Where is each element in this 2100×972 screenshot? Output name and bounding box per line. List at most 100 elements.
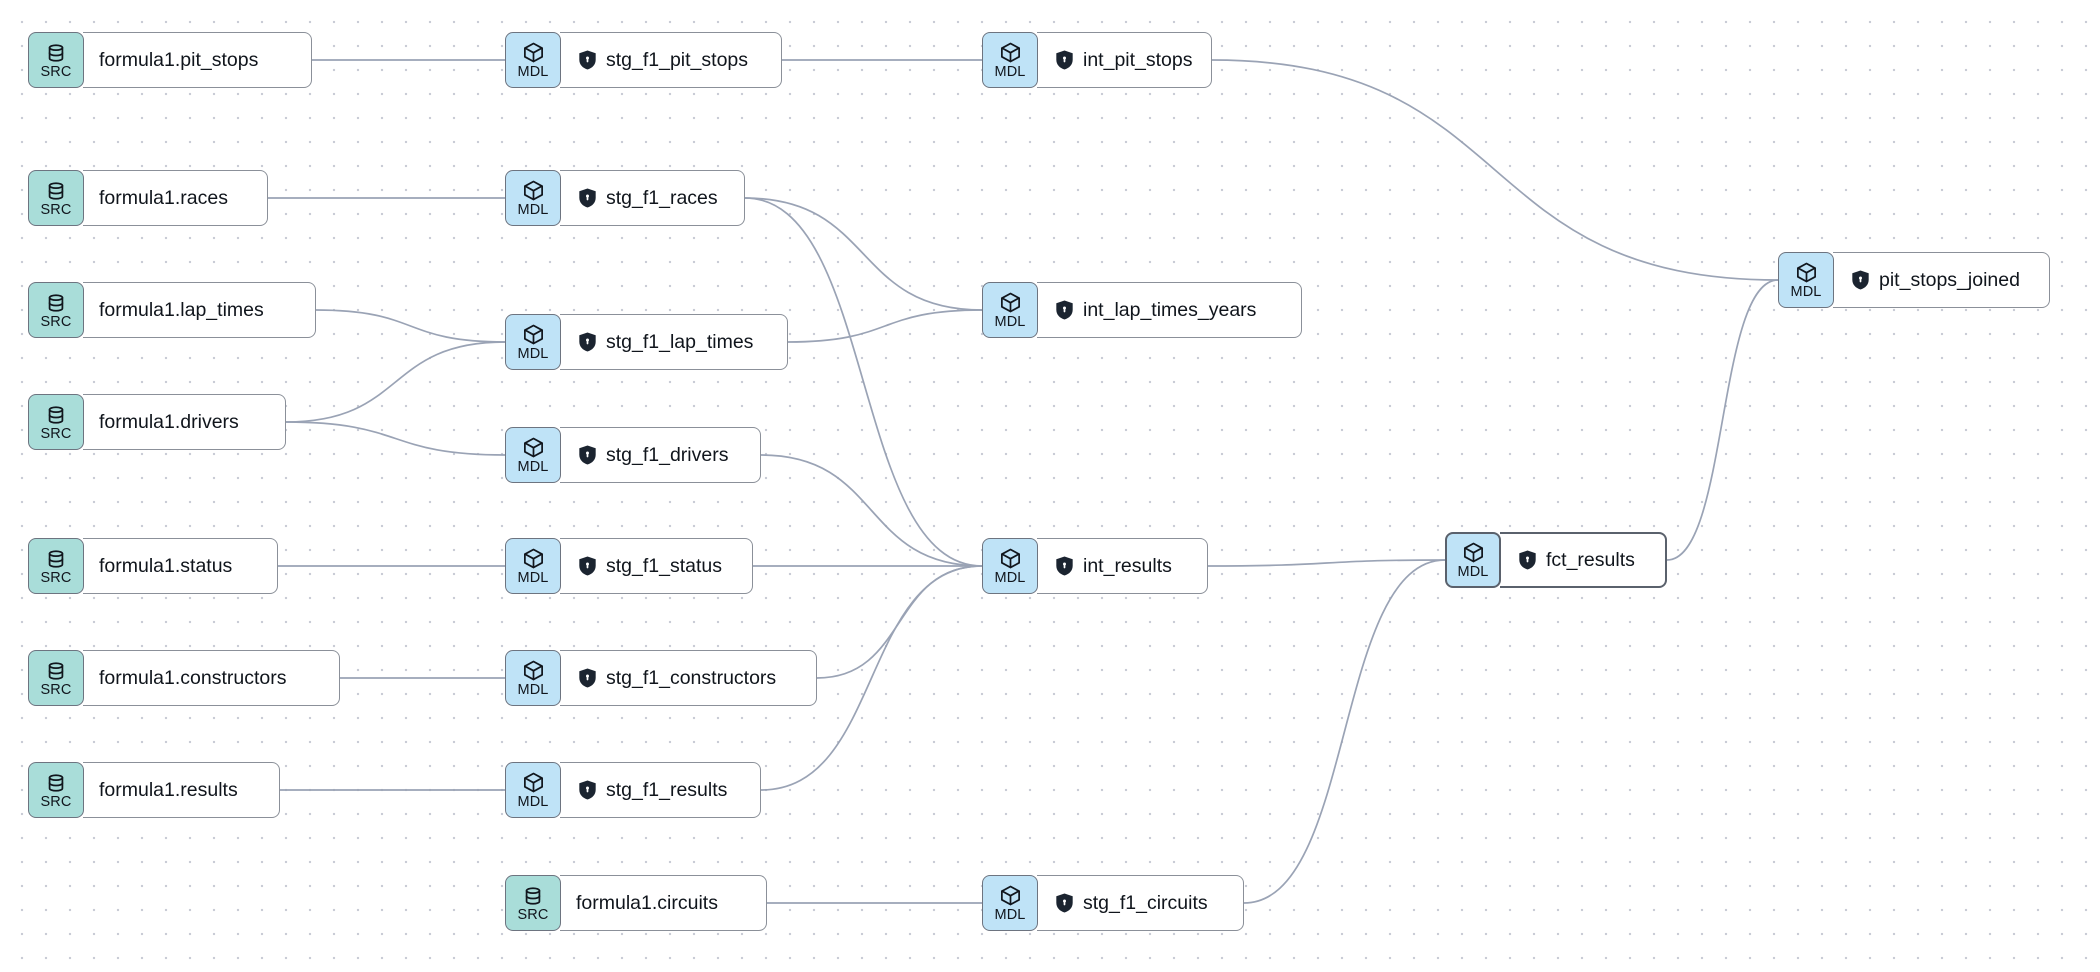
graph-edge-stg_drivers-to-int_results bbox=[760, 454, 983, 567]
node-type-label: MDL bbox=[517, 794, 549, 810]
graph-edge-src_drivers-to-stg_drivers bbox=[285, 421, 506, 456]
node-body[interactable]: stg_f1_results bbox=[560, 762, 761, 818]
database-icon bbox=[45, 660, 67, 682]
node-label: stg_f1_drivers bbox=[606, 443, 729, 466]
model-badge: MDL bbox=[1778, 252, 1834, 308]
node-body[interactable]: int_lap_times_years bbox=[1037, 282, 1302, 338]
graph-node-src_circuits[interactable]: SRC formula1.circuits bbox=[505, 875, 767, 931]
node-type-label: MDL bbox=[1790, 284, 1822, 300]
shield-icon bbox=[1055, 893, 1074, 913]
node-body[interactable]: stg_f1_circuits bbox=[1037, 875, 1244, 931]
node-body[interactable]: formula1.results bbox=[83, 762, 280, 818]
graph-node-stg_pit_stops[interactable]: MDL stg_f1_pit_stops bbox=[505, 32, 782, 88]
node-type-label: MDL bbox=[517, 346, 549, 362]
node-label: formula1.pit_stops bbox=[99, 48, 259, 71]
graph-node-stg_lap_times[interactable]: MDL stg_f1_lap_times bbox=[505, 314, 788, 370]
shield-icon bbox=[1055, 300, 1074, 320]
model-badge: MDL bbox=[982, 32, 1038, 88]
node-body[interactable]: formula1.constructors bbox=[83, 650, 340, 706]
node-body[interactable]: fct_results bbox=[1500, 532, 1667, 588]
node-body[interactable]: formula1.circuits bbox=[560, 875, 767, 931]
model-badge: MDL bbox=[505, 650, 561, 706]
source-badge: SRC bbox=[28, 32, 84, 88]
source-badge: SRC bbox=[505, 875, 561, 931]
node-type-label: MDL bbox=[994, 314, 1026, 330]
graph-node-stg_constructors[interactable]: MDL stg_f1_constructors bbox=[505, 650, 817, 706]
node-type-label: MDL bbox=[517, 682, 549, 698]
node-label: stg_f1_status bbox=[606, 554, 722, 577]
graph-node-int_lap_times_years[interactable]: MDL int_lap_times_years bbox=[982, 282, 1302, 338]
graph-node-int_pit_stops[interactable]: MDL int_pit_stops bbox=[982, 32, 1212, 88]
node-label: stg_f1_results bbox=[606, 778, 728, 801]
node-body[interactable]: formula1.lap_times bbox=[83, 282, 316, 338]
node-type-label: SRC bbox=[40, 63, 72, 80]
node-body[interactable]: stg_f1_drivers bbox=[560, 427, 761, 483]
database-icon bbox=[45, 180, 67, 202]
source-badge: SRC bbox=[28, 762, 84, 818]
node-type-label: MDL bbox=[517, 64, 549, 80]
cube-icon bbox=[522, 323, 545, 346]
node-label: formula1.circuits bbox=[576, 891, 718, 914]
node-body[interactable]: formula1.races bbox=[83, 170, 268, 226]
node-type-label: SRC bbox=[40, 313, 72, 330]
source-badge: SRC bbox=[28, 170, 84, 226]
node-body[interactable]: formula1.status bbox=[83, 538, 278, 594]
shield-icon bbox=[1055, 50, 1074, 70]
node-body[interactable]: stg_f1_pit_stops bbox=[560, 32, 782, 88]
node-type-label: MDL bbox=[517, 570, 549, 586]
node-type-label: MDL bbox=[994, 64, 1026, 80]
graph-node-src_lap_times[interactable]: SRC formula1.lap_times bbox=[28, 282, 316, 338]
cube-icon bbox=[999, 547, 1022, 570]
graph-node-stg_results[interactable]: MDL stg_f1_results bbox=[505, 762, 761, 818]
cube-icon bbox=[1462, 541, 1485, 564]
cube-icon bbox=[522, 41, 545, 64]
graph-node-src_results[interactable]: SRC formula1.results bbox=[28, 762, 280, 818]
node-body[interactable]: stg_f1_races bbox=[560, 170, 745, 226]
node-type-label: SRC bbox=[40, 201, 72, 218]
graph-edge-int_pit_stops-to-pit_stops_joined bbox=[1211, 59, 1779, 281]
graph-edge-fct_results-to-pit_stops_joined bbox=[1666, 279, 1779, 561]
node-label: formula1.lap_times bbox=[99, 298, 264, 321]
node-type-label: MDL bbox=[994, 570, 1026, 586]
database-icon bbox=[45, 548, 67, 570]
shield-icon bbox=[578, 780, 597, 800]
node-label: stg_f1_pit_stops bbox=[606, 48, 749, 71]
node-type-label: SRC bbox=[40, 569, 72, 586]
graph-node-src_pit_stops[interactable]: SRC formula1.pit_stops bbox=[28, 32, 312, 88]
shield-icon bbox=[1055, 556, 1074, 576]
node-body[interactable]: pit_stops_joined bbox=[1833, 252, 2050, 308]
graph-node-pit_stops_joined[interactable]: MDL pit_stops_joined bbox=[1778, 252, 2050, 308]
graph-edge-stg_lap_times-to-int_lap_times_years bbox=[787, 309, 983, 343]
cube-icon bbox=[522, 771, 545, 794]
model-badge: MDL bbox=[982, 875, 1038, 931]
graph-node-src_status[interactable]: SRC formula1.status bbox=[28, 538, 278, 594]
node-body[interactable]: stg_f1_lap_times bbox=[560, 314, 788, 370]
graph-node-int_results[interactable]: MDL int_results bbox=[982, 538, 1208, 594]
database-icon bbox=[45, 292, 67, 314]
node-label: formula1.results bbox=[99, 778, 238, 801]
model-badge: MDL bbox=[505, 32, 561, 88]
node-body[interactable]: formula1.drivers bbox=[83, 394, 286, 450]
graph-node-stg_status[interactable]: MDL stg_f1_status bbox=[505, 538, 753, 594]
node-label: stg_f1_constructors bbox=[606, 666, 777, 689]
node-label: pit_stops_joined bbox=[1879, 268, 2020, 291]
node-label: int_lap_times_years bbox=[1083, 298, 1257, 321]
cube-icon bbox=[522, 659, 545, 682]
node-body[interactable]: int_pit_stops bbox=[1037, 32, 1212, 88]
node-body[interactable]: stg_f1_constructors bbox=[560, 650, 817, 706]
database-icon bbox=[45, 404, 67, 426]
node-body[interactable]: formula1.pit_stops bbox=[83, 32, 312, 88]
node-type-label: MDL bbox=[994, 907, 1026, 923]
node-label: fct_results bbox=[1546, 548, 1635, 571]
node-body[interactable]: int_results bbox=[1037, 538, 1208, 594]
graph-node-stg_circuits[interactable]: MDL stg_f1_circuits bbox=[982, 875, 1244, 931]
graph-node-src_races[interactable]: SRC formula1.races bbox=[28, 170, 268, 226]
node-body[interactable]: stg_f1_status bbox=[560, 538, 753, 594]
